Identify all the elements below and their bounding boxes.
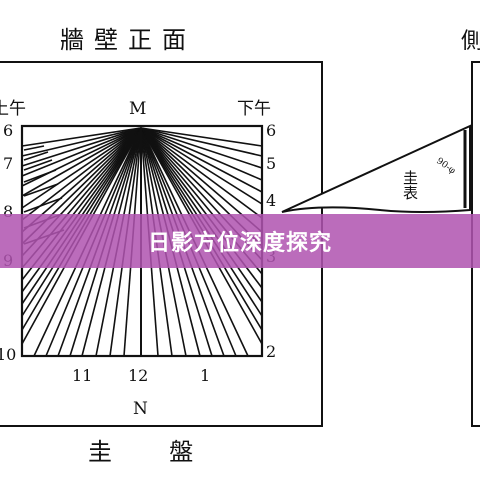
hour-line	[140, 127, 263, 181]
top-left-label: 上午	[0, 99, 26, 119]
gnomon-shape	[281, 124, 471, 213]
hour-line	[140, 127, 263, 205]
left-hour-label: 7	[3, 154, 13, 173]
right-hour-label: 5	[266, 154, 276, 173]
banner-title: 日影方位深度探究	[147, 231, 332, 256]
hour-line	[140, 127, 263, 219]
hour-tick	[23, 159, 53, 171]
hour-line	[21, 127, 142, 167]
bottom-center-label: N	[133, 399, 148, 419]
hour-line	[21, 127, 142, 157]
bottom-hour-labels: 11 12 1	[72, 366, 210, 385]
hour-line	[140, 127, 263, 157]
hour-line	[140, 127, 263, 193]
left-hour-label: 6	[3, 121, 13, 140]
side-label: 側	[461, 29, 480, 54]
left-hour-label: 10	[0, 345, 16, 364]
hour-line	[21, 127, 142, 187]
hour-tick	[23, 145, 45, 151]
hour-line	[21, 127, 142, 147]
bottom-hour-label: 1	[200, 366, 210, 385]
bottom-hour-label: 12	[128, 366, 148, 385]
right-hour-label: 6	[266, 121, 276, 140]
left-hour-label: 8	[3, 202, 13, 221]
hour-tick	[23, 183, 59, 197]
hour-line	[21, 127, 142, 209]
hour-tick	[23, 151, 49, 161]
hour-line	[21, 127, 142, 197]
bottom-hour-label: 11	[72, 366, 92, 385]
base-label: 圭 盤	[88, 438, 207, 466]
hour-line	[140, 127, 263, 169]
hour-line	[21, 127, 142, 177]
wall-label: 牆壁正面	[60, 26, 196, 54]
top-center-label: M	[129, 99, 146, 119]
top-right-label: 下午	[237, 99, 271, 119]
right-hour-label: 4	[266, 191, 276, 210]
hour-tick	[23, 197, 63, 213]
hour-tick	[23, 169, 57, 183]
hour-line	[140, 127, 263, 147]
right-hour-label: 2	[266, 342, 276, 361]
gnomon-label: 圭表	[401, 170, 419, 200]
title-banner: 日影方位深度探究	[0, 214, 480, 268]
